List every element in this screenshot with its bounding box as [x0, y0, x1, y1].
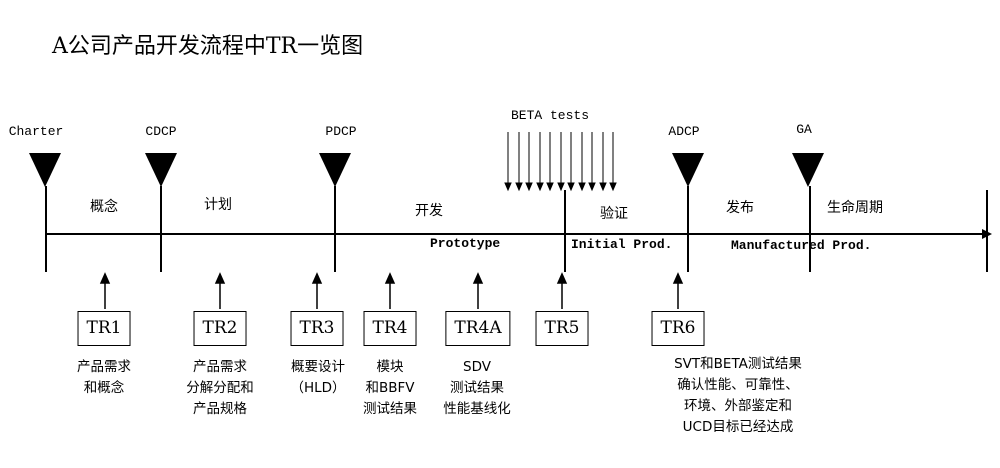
stage-label-manufactured-prod: Manufactured Prod. [731, 238, 872, 253]
description-line: 环境、外部鉴定和 [684, 398, 792, 414]
tr4-description: 模块 和BBFV 测试结果 [363, 357, 417, 420]
tr6-description: SVT和BETA测试结果 确认性能、可靠性、 环境、外部鉴定和 UCD目标已经达… [674, 354, 802, 438]
phase-label-lifecycle: 生命周期 [827, 200, 883, 216]
milestone-marker-ga [792, 153, 824, 187]
tr-box-tr3: TR3 [290, 311, 344, 346]
beta-tests-label: BETA tests [510, 108, 590, 123]
milestone-marker-pdcp [319, 153, 351, 187]
description-line: 产品规格 [193, 401, 247, 417]
description-line: 和BBFV [365, 380, 415, 396]
beta-test-arrows [504, 132, 617, 192]
milestone-label-adcp: ADCP [668, 124, 700, 139]
description-line: 和概念 [83, 380, 125, 396]
milestone-marker-cdcp [145, 153, 177, 187]
phase-label-develop: 开发 [415, 203, 443, 219]
stage-label-initial-prod: Initial Prod. [571, 237, 673, 252]
tr1-description: 产品需求 和概念 [77, 357, 131, 399]
tr3-description: 概要设计 （HLD） [290, 357, 345, 399]
description-line: 概要设计 [290, 359, 345, 375]
description-line: SVT和BETA测试结果 [674, 356, 802, 372]
description-line: 产品需求 [193, 359, 247, 375]
stage-label-prototype: Prototype [430, 236, 501, 251]
tr-box-tr4: TR4 [363, 311, 417, 346]
description-line: 测试结果 [450, 380, 504, 396]
description-line: 确认性能、可靠性、 [677, 377, 799, 393]
tr-box-tr4a: TR4A [445, 311, 511, 346]
description-line: 性能基线化 [443, 401, 511, 417]
description-line: UCD目标已经达成 [682, 419, 794, 435]
page-title: A公司产品开发流程中TR一览图 [52, 34, 364, 59]
milestone-label-charter: Charter [8, 124, 64, 139]
tr-box-tr5: TR5 [535, 311, 589, 346]
milestone-label-ga: GA [796, 122, 812, 137]
description-line: 测试结果 [363, 401, 417, 417]
description-line: （HLD） [290, 380, 346, 396]
tr-box-tr2: TR2 [193, 311, 247, 346]
phase-label-release: 发布 [726, 200, 754, 216]
phase-label-verify: 验证 [600, 206, 628, 222]
tr2-description: 产品需求 分解分配和 产品规格 [186, 357, 254, 420]
tr-box-tr1: TR1 [77, 311, 131, 346]
milestone-label-cdcp: CDCP [145, 124, 177, 139]
milestone-label-pdcp: PDCP [325, 124, 357, 139]
description-line: 模块 [376, 359, 404, 375]
description-line: 分解分配和 [186, 380, 254, 396]
phase-label-plan: 计划 [204, 197, 232, 213]
description-line: 产品需求 [77, 359, 131, 375]
phase-label-concept: 概念 [90, 199, 118, 215]
tr-connector-arrows [99, 272, 684, 309]
milestone-marker-adcp [672, 153, 704, 187]
milestone-marker-charter [29, 153, 61, 187]
tr-box-tr6: TR6 [651, 311, 705, 346]
tr4a-description: SDV 测试结果 性能基线化 [443, 357, 511, 420]
description-line: SDV [463, 359, 491, 375]
